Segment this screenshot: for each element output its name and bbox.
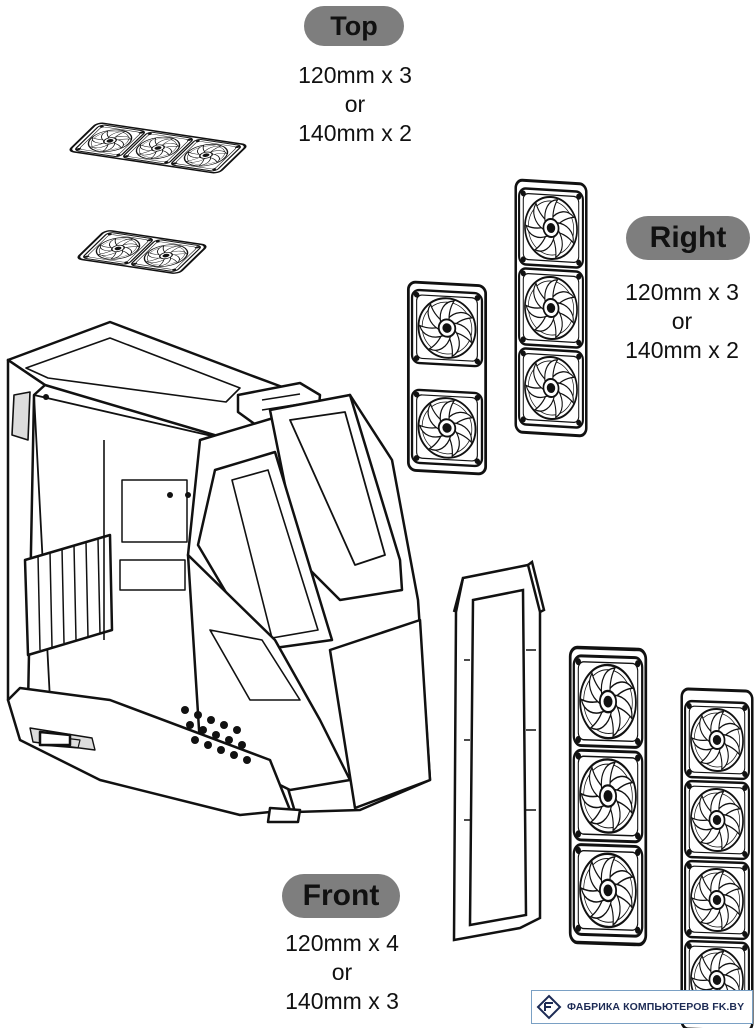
front-spec: 120mm x 4 or 140mm x 3 (257, 929, 427, 1016)
front-fan-triple (568, 645, 648, 947)
top-spec: 120mm x 3 or 140mm x 2 (270, 61, 440, 148)
right-spec-line3: 140mm x 2 (625, 337, 739, 363)
front-filter-bracket (452, 559, 546, 942)
right-label-pill: Right (626, 216, 750, 260)
right-fan-double (406, 280, 488, 476)
right-spec-line1: 120mm x 3 (625, 279, 739, 305)
top-spec-line3: 140mm x 2 (298, 120, 412, 146)
top-title: Top (330, 10, 378, 41)
front-spec-line1: 120mm x 4 (285, 930, 399, 956)
pc-case (6, 320, 432, 824)
front-title: Front (302, 879, 380, 912)
front-fan-quad (680, 687, 754, 1028)
right-spec: 120mm x 3 or 140mm x 2 (608, 278, 756, 365)
top-fan-double (77, 230, 207, 274)
top-spec-line1: 120mm x 3 (298, 62, 412, 88)
right-fan-triple (514, 178, 588, 438)
watermark-logo-icon (536, 994, 562, 1020)
watermark-banner: ФАБРИКА КОМПЬЮТЕРОВ FK.BY (531, 990, 753, 1024)
top-spec-line2: or (344, 91, 366, 117)
front-spec-line2: or (331, 959, 353, 985)
right-title: Right (649, 221, 727, 254)
front-label-pill: Front (282, 874, 400, 918)
right-spec-line2: or (671, 308, 693, 334)
front-spec-line3: 140mm x 3 (285, 988, 399, 1014)
top-label-pill: Top (304, 6, 404, 46)
top-fan-triple (69, 122, 247, 174)
watermark-text: ФАБРИКА КОМПЬЮТЕРОВ FK.BY (567, 1001, 745, 1013)
